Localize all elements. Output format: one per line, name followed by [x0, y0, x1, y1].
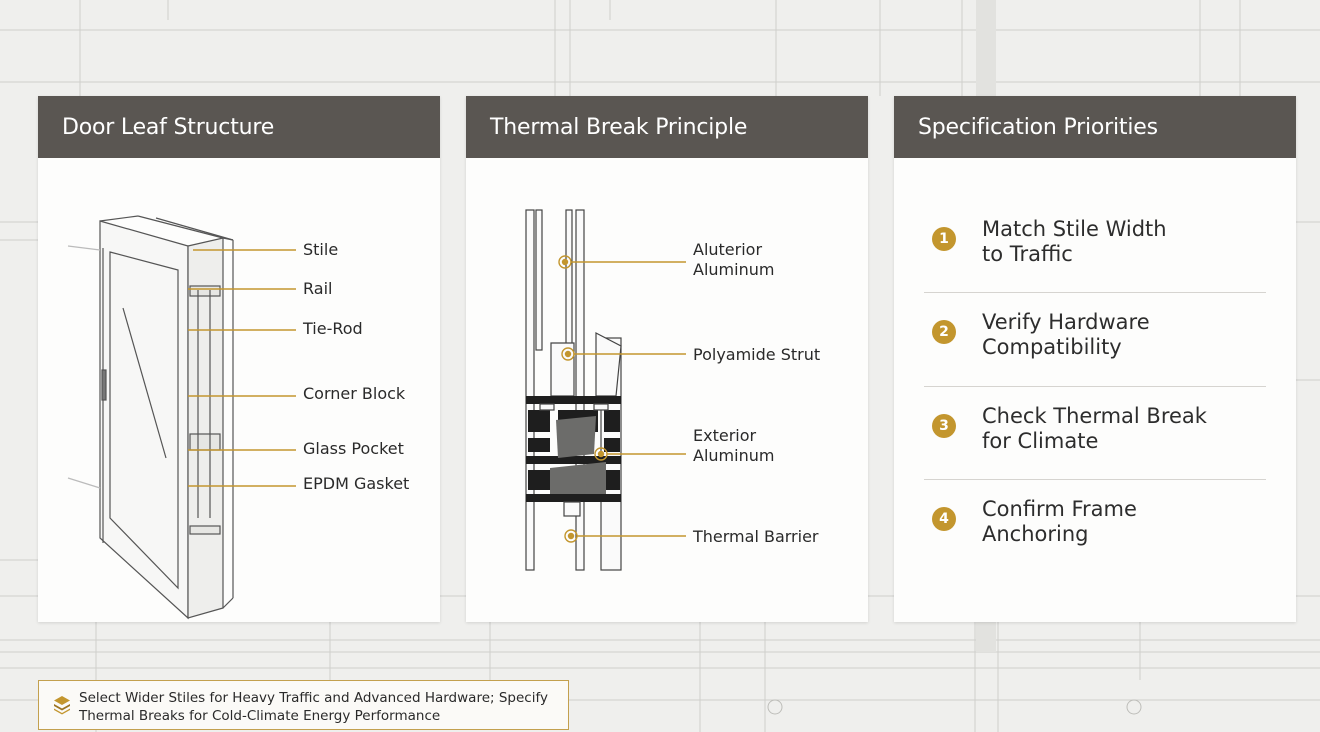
thermal-break-title: Thermal Break Principle [466, 96, 868, 158]
priority-text: Verify Hardware Compatibility [982, 310, 1150, 359]
label-exterior-aluminum: Exterior Aluminum [693, 426, 775, 465]
label-tie-rod: Tie-Rod [303, 319, 363, 338]
priority-text: Match Stile Width to Traffic [982, 217, 1167, 266]
label-aluterior-aluminum: Aluterior Aluminum [693, 240, 775, 279]
priority-number: 1 [932, 227, 956, 251]
thermal-break-diagram [525, 209, 686, 571]
thermal-break-body: Aluterior Aluminum Polyamide Strut Exter… [466, 158, 868, 622]
priority-item: 1 Match Stile Width to Traffic [924, 213, 1266, 306]
priority-item: 4 Confirm Frame Anchoring [924, 493, 1266, 586]
priority-number: 2 [932, 320, 956, 344]
summary-text: Select Wider Stiles for Heavy Traffic an… [79, 690, 548, 724]
summary-callout: Select Wider Stiles for Heavy Traffic an… [38, 680, 569, 730]
priority-number: 4 [932, 507, 956, 531]
priority-number: 3 [932, 414, 956, 438]
priority-item: 3 Check Thermal Break for Climate [924, 400, 1266, 493]
spec-priorities-card: Specification Priorities 1 Match Stile W… [894, 96, 1296, 622]
divider [924, 292, 1266, 293]
priority-text: Check Thermal Break for Climate [982, 404, 1207, 453]
thermal-break-card: Thermal Break Principle [466, 96, 868, 622]
priority-text: Confirm Frame Anchoring [982, 497, 1137, 546]
door-leaf-title: Door Leaf Structure [38, 96, 440, 158]
label-epdm-gasket: EPDM Gasket [303, 474, 410, 493]
label-polyamide-strut: Polyamide Strut [693, 345, 821, 364]
layers-icon [54, 696, 70, 715]
divider [924, 386, 1266, 387]
door-leaf-body: Stile Rail Tie-Rod Corner Block Glass Po… [38, 158, 440, 622]
label-glass-pocket: Glass Pocket [303, 439, 404, 458]
spec-priorities-title: Specification Priorities [894, 96, 1296, 158]
spec-priorities-body: 1 Match Stile Width to Traffic 2 Verify … [894, 158, 1296, 622]
label-rail: Rail [303, 279, 333, 298]
label-corner-block: Corner Block [303, 384, 406, 403]
door-leaf-diagram [67, 215, 296, 620]
divider [924, 479, 1266, 480]
label-stile: Stile [303, 240, 339, 259]
label-thermal-barrier: Thermal Barrier [693, 527, 819, 546]
door-leaf-card: Door Leaf Structure [38, 96, 440, 622]
priority-item: 2 Verify Hardware Compatibility [924, 306, 1266, 399]
